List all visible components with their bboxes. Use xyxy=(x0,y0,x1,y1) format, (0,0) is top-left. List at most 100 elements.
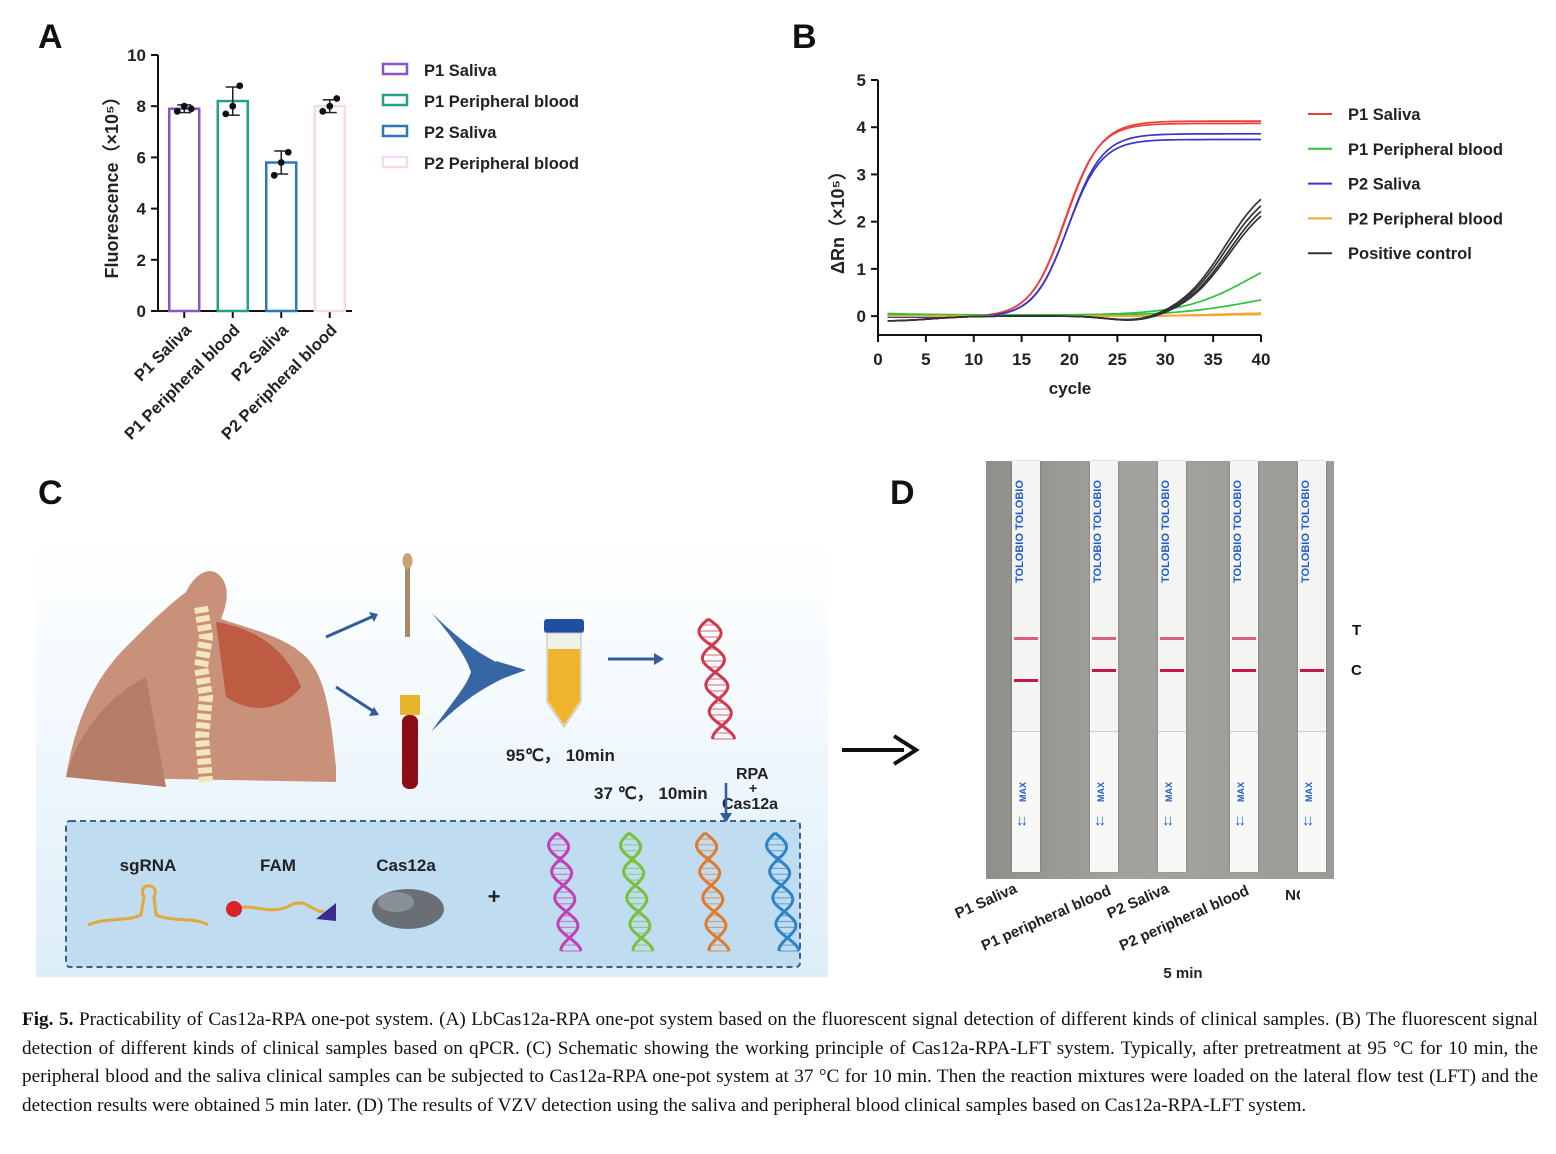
arrow-c-to-d-icon xyxy=(842,734,920,766)
temp-95-label: 95℃， 10min xyxy=(506,746,615,765)
panel-label-c: C xyxy=(38,474,63,512)
series-line xyxy=(887,299,1262,317)
legend-label: P2 Saliva xyxy=(424,124,497,142)
plus-label: + xyxy=(749,780,757,796)
dna-strands xyxy=(546,831,801,952)
chart-b-ytick-label: 3 xyxy=(857,165,866,184)
panel-label-d: D xyxy=(890,474,915,512)
strip-label-1: P1 Saliva xyxy=(953,880,1021,922)
time-label: 5 min xyxy=(1163,965,1202,982)
strip-brand: TOLOBIO TOLOBIO xyxy=(1160,480,1172,583)
legend-label: P2 Saliva xyxy=(1348,176,1421,194)
chart-b-xtick-label: 0 xyxy=(873,350,882,369)
data-point xyxy=(222,110,230,118)
chart-b-xlabel: cycle xyxy=(1049,379,1092,398)
legend-label: P2 Peripheral blood xyxy=(1348,210,1503,228)
figure-caption: Fig. 5. Practicability of Cas12a-RPA one… xyxy=(22,1006,1538,1120)
dna-strand xyxy=(768,831,801,952)
max-marker: MAX xyxy=(1164,782,1174,802)
merge-arrow-icon xyxy=(431,612,506,732)
data-point xyxy=(187,105,195,113)
test-strip: TOLOBIO TOLOBIO MAX↓↓ xyxy=(1090,461,1118,872)
dna-strand xyxy=(698,831,731,952)
data-point xyxy=(319,107,327,115)
bar xyxy=(265,161,298,313)
data-point xyxy=(180,102,188,110)
dna-strand xyxy=(622,831,655,952)
legend-swatch xyxy=(381,124,409,138)
sample-pad: MAX↓↓ xyxy=(1090,731,1118,872)
dna-strand xyxy=(694,831,728,951)
t-line xyxy=(1160,637,1184,640)
data-point xyxy=(326,102,334,110)
series-line xyxy=(887,210,1262,322)
c-line xyxy=(1092,669,1116,672)
t-line-label: T xyxy=(1352,622,1362,639)
chart-b-xtick-label: 35 xyxy=(1204,350,1223,369)
data-point xyxy=(229,102,237,110)
series-line xyxy=(887,205,1262,322)
series-line xyxy=(887,198,1262,322)
chart-b-xtick-label: 20 xyxy=(1060,350,1079,369)
caption-text: Practicability of Cas12a-RPA one-pot sys… xyxy=(22,1009,1539,1116)
rpa-label: RPA xyxy=(736,766,769,783)
sample-pad: MAX↓↓ xyxy=(1158,731,1186,872)
sgrna-icon xyxy=(87,884,209,927)
chart-b-xtick-label: 40 xyxy=(1252,350,1271,369)
temp-37-label: 37 ℃， 10min xyxy=(594,784,708,803)
legend-label: P1 Saliva xyxy=(1348,106,1421,124)
series-line xyxy=(887,122,1261,318)
legend-label: P2 Peripheral blood xyxy=(424,155,579,173)
dna-helix-icon xyxy=(697,617,737,740)
chart-b-ytick-label: 1 xyxy=(857,260,866,279)
c-line xyxy=(1160,669,1184,672)
chart-b-xtick-label: 25 xyxy=(1108,350,1127,369)
dna-strand xyxy=(618,831,652,951)
sample-pad: MAX↓↓ xyxy=(1230,731,1258,872)
strip-labels: P1 Saliva P1 peripheral blood P2 Saliva … xyxy=(953,880,1300,982)
sample-pad: MAX↓↓ xyxy=(1012,731,1040,872)
t-line xyxy=(1092,637,1116,640)
legend-label: P1 Peripheral blood xyxy=(424,93,579,111)
caption-figure-number: Fig. 5. xyxy=(22,1009,74,1030)
blood-tube-icon xyxy=(400,695,420,789)
data-point xyxy=(333,95,341,102)
falcon-tube-icon xyxy=(544,619,584,728)
c-line-label: C xyxy=(1351,662,1362,679)
legend-label: P1 Peripheral blood xyxy=(1348,141,1503,159)
t-line xyxy=(1232,637,1256,640)
chart-b-xtick-label: 5 xyxy=(921,350,930,369)
panel-label-b: B xyxy=(792,18,817,56)
legend-swatch xyxy=(381,155,409,169)
t-line xyxy=(1014,637,1038,640)
legend-swatch xyxy=(381,62,409,76)
dna-strand xyxy=(700,617,737,740)
c-line xyxy=(1232,669,1256,672)
max-marker: MAX xyxy=(1304,782,1314,802)
series-line xyxy=(887,132,1261,318)
bar xyxy=(313,104,346,313)
flow-arrow-icon: ↓↓ xyxy=(1016,812,1028,829)
bar xyxy=(168,107,201,313)
reaction-components-box xyxy=(65,820,801,968)
data-point xyxy=(277,159,285,166)
chart-b-xtick-label: 15 xyxy=(1012,350,1031,369)
fam-label: FAM xyxy=(260,856,296,875)
chart-b-xtick-label: 30 xyxy=(1156,350,1175,369)
bar xyxy=(216,99,249,313)
chart-b-ytick-label: 5 xyxy=(857,71,866,90)
c-line xyxy=(1014,679,1038,682)
legend-label: Positive control xyxy=(1348,245,1472,263)
series-line xyxy=(887,120,1261,318)
strip-brand: TOLOBIO TOLOBIO xyxy=(1232,480,1244,583)
flow-arrow-icon: ↓↓ xyxy=(1302,812,1314,829)
strip-brand: TOLOBIO TOLOBIO xyxy=(1092,480,1104,583)
c-line xyxy=(1300,669,1324,672)
chart-b-xtick-label: 10 xyxy=(964,350,983,369)
schematic-panel: 95℃， 10min 37 ℃， 10min RPA + Cas12a sgRN… xyxy=(36,537,828,977)
dna-strand xyxy=(764,831,798,951)
fam-probe-icon xyxy=(226,901,336,921)
dna-strand xyxy=(546,831,580,951)
